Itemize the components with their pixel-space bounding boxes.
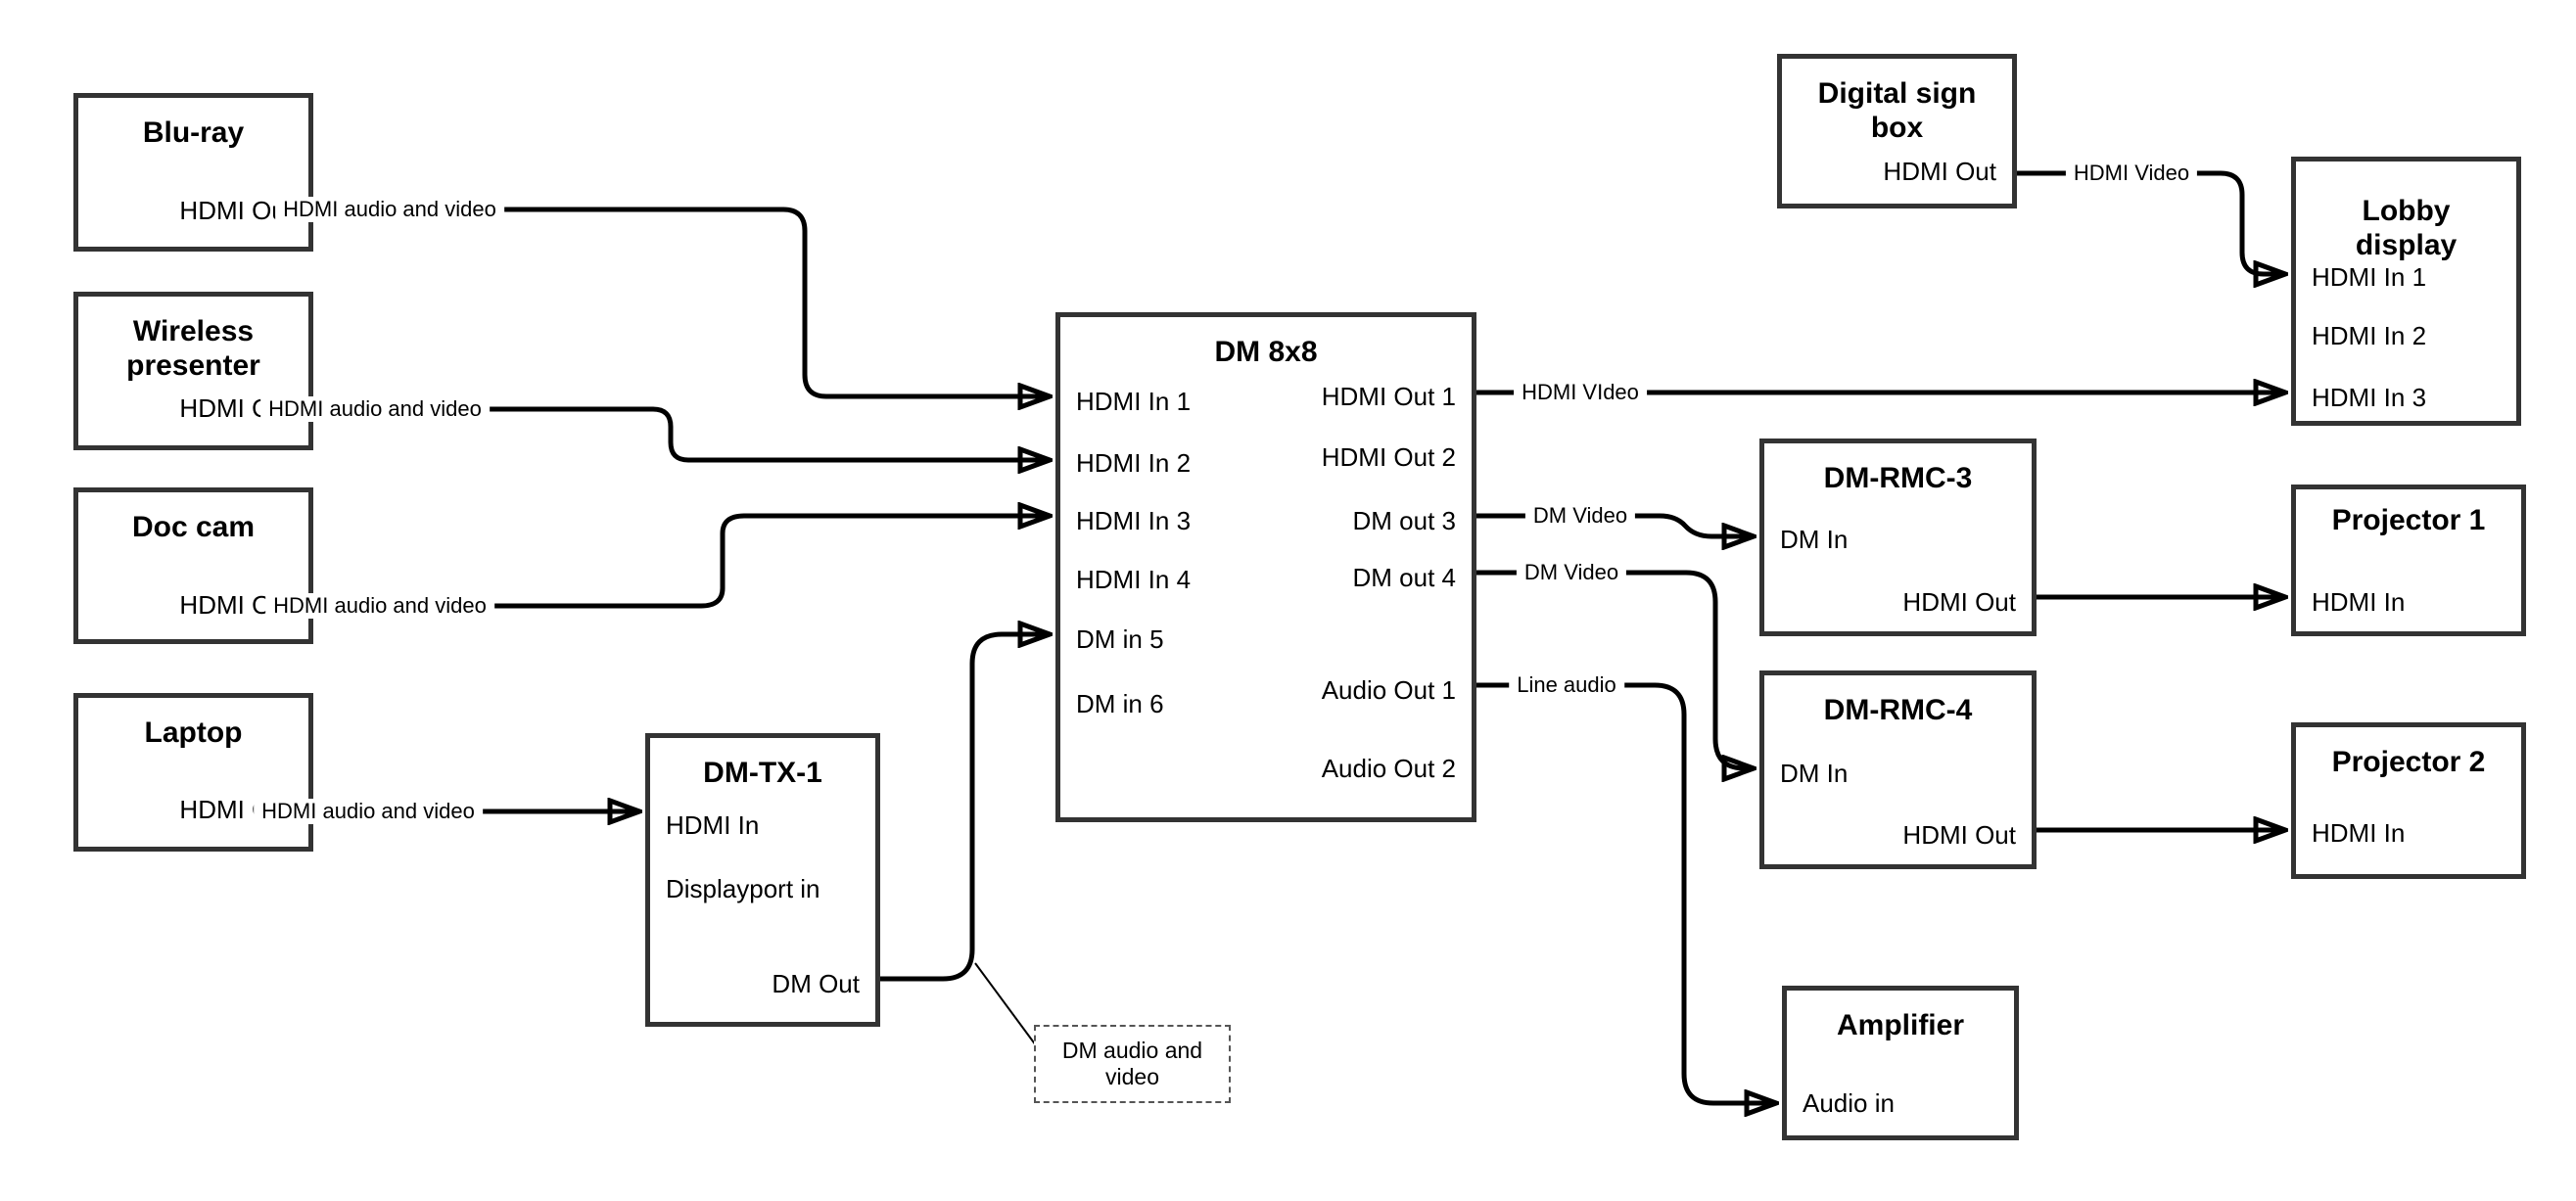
edge-dmtx1-to-dm8x8-in5 [880, 634, 1050, 982]
edge-dm8x8-audio1-to-amp [1476, 682, 1776, 1103]
node-digital-sign-box: Digital sign box HDMI Out [1777, 54, 2017, 208]
node-title: DM 8x8 [1214, 336, 1318, 368]
note-leader-line [974, 962, 1037, 1046]
node-wireless-presenter: Wireless presenter HDMI Out [73, 292, 313, 450]
port-hdmi-in-3: HDMI In 3 [1076, 506, 1192, 535]
port-hdmi-out: HDMI Out [179, 196, 293, 225]
node-title: Wireless presenter [126, 315, 260, 382]
node-title: Blu-ray [142, 116, 245, 149]
edge-doccam-to-dm8x8-in3 [313, 516, 1050, 609]
port-hdmi-out-1: HDMI Out 1 [1321, 382, 1456, 411]
edge-label-hdmi-audio-video-2: HDMI audio and video [260, 396, 490, 422]
port-hdmi-in-1: HDMI In 1 [2312, 262, 2427, 292]
node-doc-cam: Doc cam HDMI Out [73, 487, 313, 644]
node-title: DM-RMC-4 [1823, 694, 1973, 726]
port-hdmi-in: HDMI In [2312, 818, 2406, 848]
edge-label-dm-video-3: DM Video [1524, 503, 1636, 529]
port-dm-out-4: DM out 4 [1352, 563, 1457, 592]
port-hdmi-in-1: HDMI In 1 [1076, 387, 1192, 416]
node-title: Lobby display [2355, 195, 2458, 261]
port-hdmi-in: HDMI In [666, 810, 760, 840]
port-dm-in: DM In [1780, 525, 1849, 554]
edge-label-hdmi-video-sign: HDMI Video [2065, 161, 2198, 186]
port-hdmi-in-2: HDMI In 2 [1076, 448, 1192, 478]
node-title: Projector 1 [2331, 504, 2486, 536]
port-hdmi-in-3: HDMI In 3 [2312, 383, 2427, 412]
port-displayport-in: Displayport in [666, 874, 820, 903]
edge-label-hdmi-video-out1: HDMI VIdeo [1514, 380, 1647, 405]
node-dm-tx-1: DM-TX-1 HDMI In Displayport in DM Out [645, 733, 880, 1027]
edge-digitalsign-to-lobby-in1 [2017, 170, 2285, 274]
node-projector-2: Projector 2 HDMI In [2291, 722, 2526, 879]
node-title: DM-TX-1 [703, 757, 822, 789]
note-text: DM audio and video [1061, 1038, 1203, 1089]
port-hdmi-out: HDMI Out [1902, 820, 2016, 850]
edge-label-dm-video-4: DM Video [1516, 560, 1627, 585]
port-hdmi-in: HDMI In [2312, 587, 2406, 617]
port-dm-in-6: DM in 6 [1076, 689, 1164, 718]
port-hdmi-out: HDMI Out [1883, 157, 1996, 186]
edge-label-hdmi-audio-video-4: HDMI audio and video [254, 799, 483, 824]
port-dm-out-3: DM out 3 [1352, 506, 1457, 535]
edge-bluray-to-dm8x8-in1 [313, 207, 1050, 396]
port-hdmi-out: HDMI Out [1902, 587, 2016, 617]
port-audio-out-1: Audio Out 1 [1321, 675, 1456, 705]
port-hdmi-out-2: HDMI Out 2 [1321, 442, 1456, 472]
edge-label-hdmi-audio-video-3: HDMI audio and video [265, 593, 494, 619]
node-title: Digital sign box [1817, 77, 1977, 144]
port-dm-in: DM In [1780, 759, 1849, 788]
node-dm-8x8: DM 8x8 HDMI In 1 HDMI In 2 HDMI In 3 HDM… [1055, 312, 1476, 822]
edge-dm8x8-out3-to-rmc3 [1476, 513, 1754, 536]
node-title: Projector 2 [2331, 746, 2486, 778]
node-lobby-display: Lobby display HDMI In 1 HDMI In 2 HDMI I… [2291, 157, 2521, 426]
edge-dm8x8-out4-to-rmc4 [1476, 570, 1754, 768]
port-audio-out-2: Audio Out 2 [1321, 754, 1456, 783]
node-projector-1: Projector 1 HDMI In [2291, 485, 2526, 636]
port-dm-in-5: DM in 5 [1076, 624, 1164, 654]
port-hdmi-in-2: HDMI In 2 [2312, 321, 2427, 350]
edge-label-line-audio: Line audio [1509, 672, 1624, 698]
port-hdmi-in-4: HDMI In 4 [1076, 565, 1192, 594]
node-amplifier: Amplifier Audio in [1782, 986, 2019, 1140]
node-laptop: Laptop HDMI Out [73, 693, 313, 852]
node-title: Amplifier [1836, 1009, 1965, 1041]
node-title: DM-RMC-3 [1823, 462, 1973, 494]
port-dm-out: DM Out [772, 969, 860, 998]
edge-label-hdmi-audio-video-1: HDMI audio and video [275, 197, 504, 222]
note-dm-audio-and-video: DM audio and video [1034, 1025, 1231, 1103]
node-title: Doc cam [131, 511, 256, 543]
node-blu-ray: Blu-ray HDMI Out [73, 93, 313, 252]
node-title: Laptop [144, 716, 243, 749]
port-audio-in: Audio in [1803, 1088, 1895, 1118]
node-dm-rmc-3: DM-RMC-3 DM In HDMI Out [1759, 439, 2037, 636]
edge-wireless-to-dm8x8-in2 [313, 406, 1050, 460]
node-dm-rmc-4: DM-RMC-4 DM In HDMI Out [1759, 670, 2037, 869]
